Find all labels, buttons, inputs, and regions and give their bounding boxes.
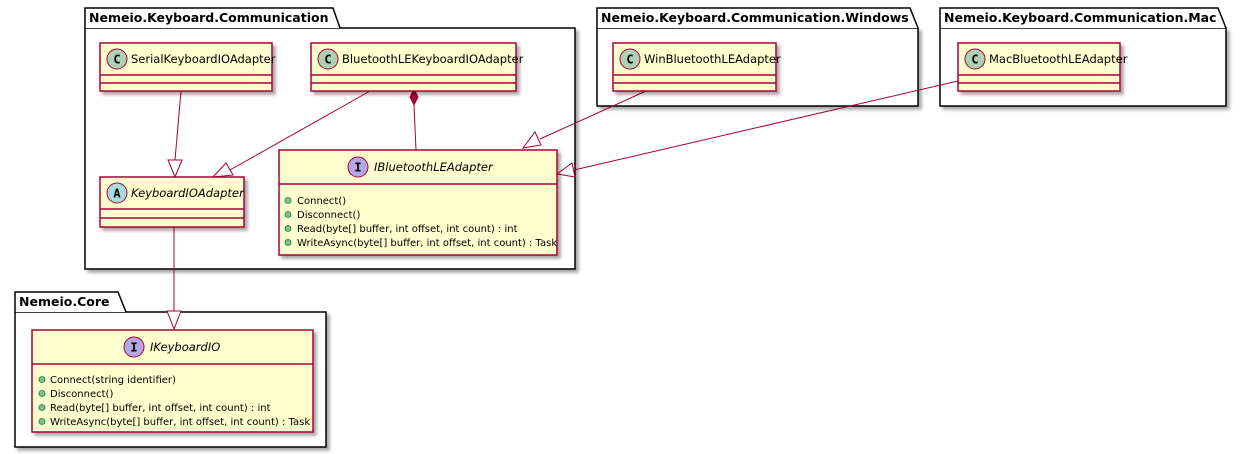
- public-method-icon: [38, 418, 46, 425]
- generalization-arrowhead: [211, 162, 234, 178]
- method-list: Connect(string identifier) Disconnect() …: [38, 375, 310, 428]
- public-method-icon: [284, 197, 292, 204]
- stereotype-letter: C: [626, 53, 633, 67]
- class-win-bluetooth-le-adapter[interactable]: C WinBluetoothLEAdapter: [612, 42, 781, 92]
- method: WriteAsync(byte[] buffer, int offset, in…: [297, 238, 557, 249]
- relationships: [166, 80, 959, 331]
- stereotype-letter: C: [971, 53, 978, 67]
- stereotype-letter: I: [130, 341, 137, 355]
- interface-ikeyboard-io[interactable]: I IKeyboardIO Connect(string identifier)…: [31, 329, 314, 433]
- method: Disconnect(): [50, 389, 113, 400]
- public-method-icon: [38, 390, 46, 397]
- class-name: WinBluetoothLEAdapter: [644, 52, 781, 66]
- class-bluetooth-le-keyboard-io-adapter[interactable]: C BluetoothLEKeyboardIOAdapter: [310, 42, 524, 92]
- class-keyboard-io-adapter[interactable]: A KeyboardIOAdapter: [99, 176, 245, 228]
- public-method-icon: [38, 404, 46, 411]
- generalization-arrowhead: [555, 162, 576, 178]
- stereotype-letter: I: [354, 161, 361, 175]
- method-list: Connect() Disconnect() Read(byte[] buffe…: [284, 196, 557, 249]
- class-name: IBluetoothLEAdapter: [374, 160, 494, 174]
- method: Connect(string identifier): [50, 375, 176, 386]
- class-stereotype-icon: [317, 48, 339, 70]
- method: Connect(): [297, 196, 346, 207]
- class-name: IKeyboardIO: [150, 340, 220, 354]
- package-windows: Nemeio.Keyboard.Communication.Windows: [596, 7, 919, 107]
- class-name: BluetoothLEKeyboardIOAdapter: [342, 52, 524, 66]
- abstract-stereotype-icon: [106, 182, 128, 204]
- generalization-arrowhead: [521, 131, 542, 149]
- package-communication-label: Nemeio.Keyboard.Communication: [89, 10, 328, 25]
- package-windows-label: Nemeio.Keyboard.Communication.Windows: [601, 10, 909, 25]
- public-method-icon: [284, 225, 292, 232]
- public-method-icon: [284, 239, 292, 246]
- stereotype-letter: C: [324, 53, 331, 67]
- method: Read(byte[] buffer, int offset, int coun…: [50, 403, 271, 414]
- generalization-arrowhead: [167, 159, 183, 179]
- class-name: KeyboardIOAdapter: [131, 186, 245, 200]
- class-name: SerialKeyboardIOAdapter: [131, 52, 276, 66]
- package-core-label: Nemeio.Core: [19, 294, 109, 309]
- class-name: MacBluetoothLEAdapter: [989, 52, 1128, 66]
- class-stereotype-icon: [964, 48, 986, 70]
- interface-ibluetooth-le-adapter[interactable]: I IBluetoothLEAdapter Connect() Disconne…: [278, 149, 558, 256]
- interface-stereotype-icon: [123, 336, 145, 358]
- stereotype-letter: A: [113, 187, 121, 201]
- class-stereotype-icon: [106, 48, 128, 70]
- package-mac-label: Nemeio.Keyboard.Communication.Mac: [944, 10, 1217, 25]
- method: Read(byte[] buffer, int offset, int coun…: [297, 224, 518, 235]
- stereotype-letter: C: [113, 53, 120, 67]
- generalization-arrowhead: [166, 310, 182, 331]
- class-stereotype-icon: [619, 48, 641, 70]
- public-method-icon: [284, 211, 292, 218]
- class-mac-bluetooth-le-adapter[interactable]: C MacBluetoothLEAdapter: [957, 42, 1128, 92]
- interface-stereotype-icon: [347, 156, 369, 178]
- method: WriteAsync(byte[] buffer, int offset, in…: [50, 417, 310, 428]
- public-method-icon: [38, 376, 46, 383]
- class-serial-keyboard-io-adapter[interactable]: C SerialKeyboardIOAdapter: [99, 42, 276, 92]
- composition-diamond: [409, 87, 419, 107]
- method: Disconnect(): [297, 210, 360, 221]
